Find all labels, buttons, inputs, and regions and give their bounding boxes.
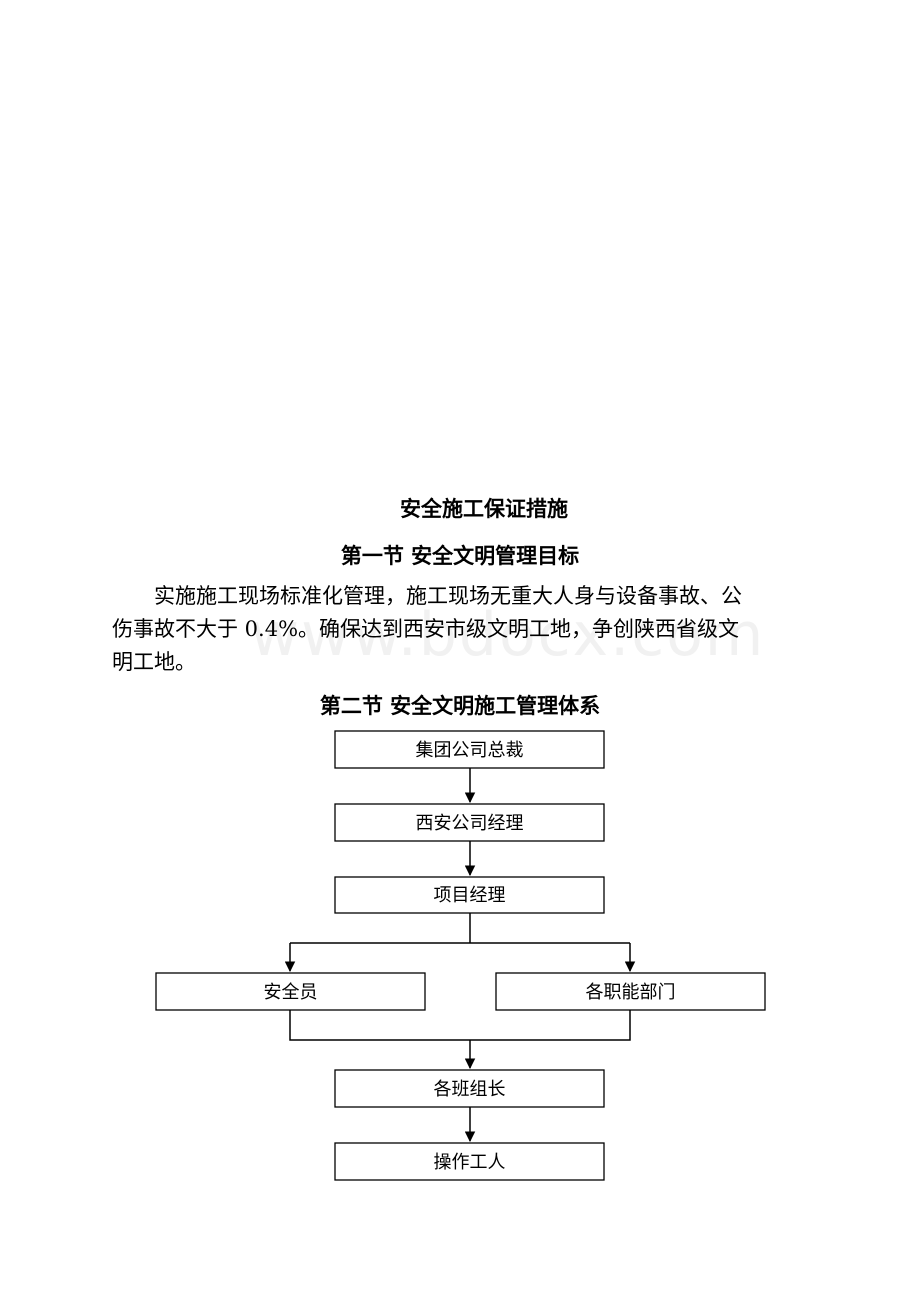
org-node-label: 各班组长	[434, 1079, 506, 1100]
section-1-title: 第一节 安全文明管理目标	[340, 544, 580, 568]
org-node-label: 西安公司经理	[416, 813, 524, 834]
org-node-ceo: 集团公司总裁	[334, 730, 605, 769]
org-chart-connectors	[284, 768, 636, 1143]
org-node-label: 项目经理	[434, 885, 506, 906]
section-2-title: 第二节 安全文明施工管理体系	[319, 694, 601, 718]
org-node-workers: 操作工人	[334, 1142, 605, 1181]
org-node-departments: 各职能部门	[495, 972, 766, 1011]
connector-merge	[289, 1010, 631, 1041]
paragraph-line-3: 明工地。	[112, 650, 196, 674]
org-node-label: 各职能部门	[586, 982, 676, 1003]
org-node-label: 安全员	[264, 982, 318, 1003]
org-node-project-manager: 项目经理	[334, 876, 605, 914]
paragraph-line-1: 实施施工现场标准化管理，施工现场无重大人身与设备事故、公	[154, 584, 742, 608]
org-node-xian-manager: 西安公司经理	[334, 803, 605, 842]
paragraph-line-2: 伤事故不大于 0.4%。确保达到西安市级文明工地，争创陕西省级文	[112, 617, 740, 641]
section-1-paragraph: 实施施工现场标准化管理，施工现场无重大人身与设备事故、公 伤事故不大于 0.4%…	[112, 580, 812, 679]
org-node-label: 操作工人	[434, 1152, 506, 1173]
org-node-team-leaders: 各班组长	[334, 1069, 605, 1108]
org-node-safety-officer: 安全员	[155, 972, 426, 1011]
org-node-label: 集团公司总裁	[416, 740, 524, 761]
watermark: www.bdocx.com	[250, 600, 766, 670]
document-title: 安全施工保证措施	[400, 497, 568, 521]
